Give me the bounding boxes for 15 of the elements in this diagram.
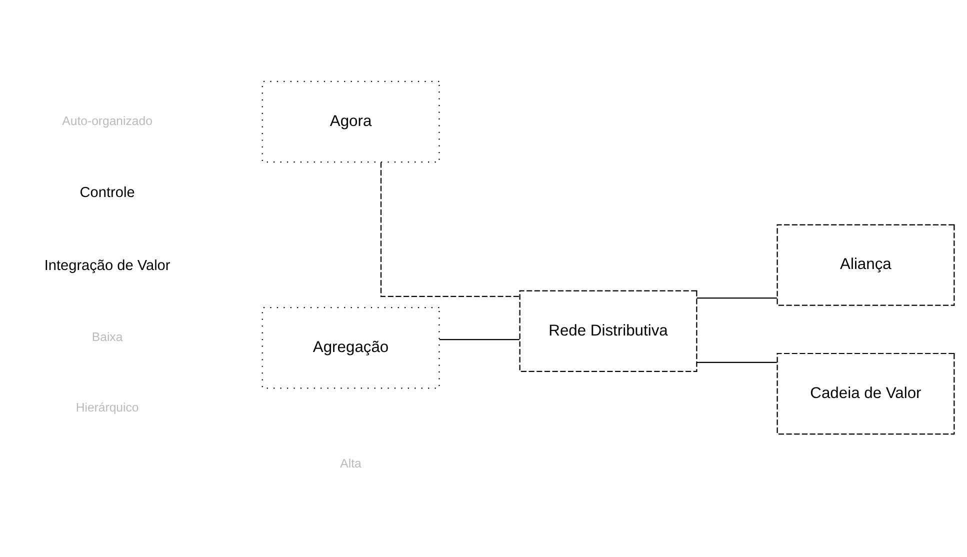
- connector: [696, 362, 776, 364]
- node-box: Rede Distributiva: [518, 290, 697, 372]
- node-box: Aliança: [776, 224, 954, 306]
- connector: [696, 298, 776, 299]
- node-box: Agora: [261, 80, 440, 163]
- connector: [438, 338, 519, 340]
- label: Baixa: [91, 330, 122, 344]
- label: Auto-organizado: [62, 114, 152, 128]
- connector: [380, 162, 520, 297]
- node-box: Cadeia de Valor: [776, 352, 954, 435]
- label: Hierárquico: [75, 400, 138, 414]
- label: Integração de Valor: [44, 258, 170, 274]
- label: Controle: [79, 185, 134, 202]
- node-box: Agregação: [261, 307, 440, 389]
- label: Alta: [340, 456, 361, 470]
